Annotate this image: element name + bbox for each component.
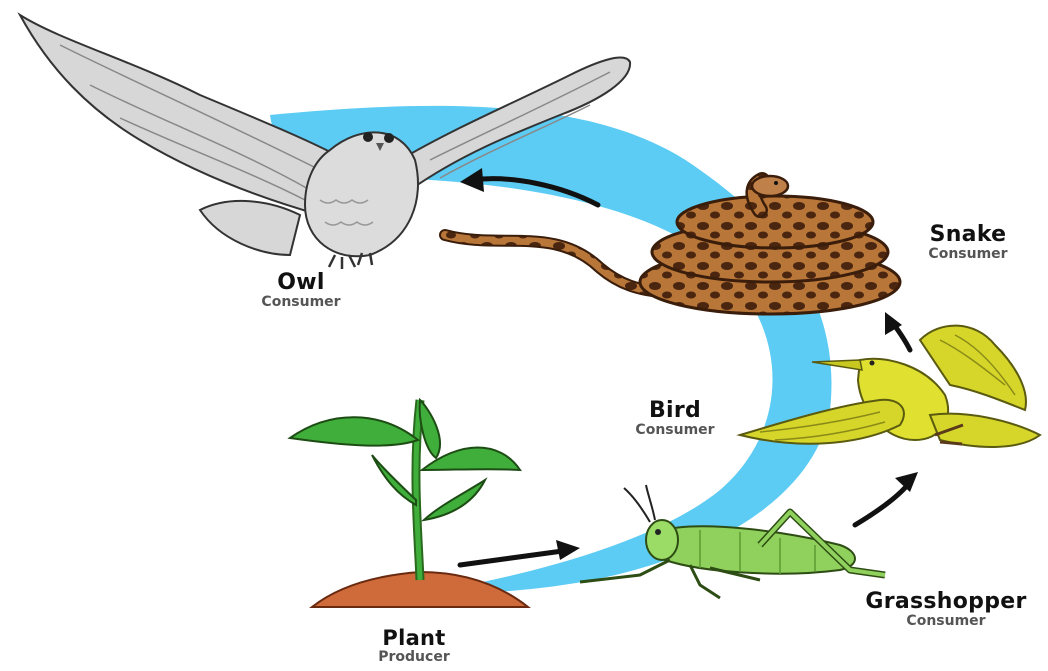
arrow-bird-to-snake: [885, 312, 910, 350]
organism-name: Snake: [908, 224, 1028, 246]
organism-role: Producer: [352, 650, 476, 664]
organism-role: Consumer: [908, 247, 1028, 261]
plant-leaf-top: [420, 400, 440, 458]
plant-icon: [290, 400, 528, 607]
owl-tail: [200, 201, 300, 255]
arrow-plant-to-grasshopper: [460, 540, 580, 565]
organism-name: Bird: [612, 400, 738, 422]
plant-leaf-left-top: [290, 417, 418, 445]
organism-name: Grasshopper: [846, 591, 1046, 613]
snake-coil-top: [677, 196, 873, 248]
organism-role: Consumer: [612, 423, 738, 437]
plant-leaf-right-low: [424, 480, 485, 520]
grasshopper-head: [646, 520, 678, 560]
owl-label: Owl Consumer: [236, 272, 366, 309]
arrow-grasshopper-to-bird: [855, 472, 918, 525]
organism-role: Consumer: [236, 295, 366, 309]
owl-eye-left: [363, 132, 373, 142]
organism-role: Consumer: [846, 614, 1046, 628]
owl-eye-right: [384, 133, 394, 143]
plant-label: Plant Producer: [352, 628, 476, 664]
snake-head: [752, 176, 788, 196]
snake-label: Snake Consumer: [908, 224, 1028, 261]
plant-leaf-left-mid: [372, 455, 416, 505]
bird-label: Bird Consumer: [612, 400, 738, 437]
grasshopper-antenna-2: [646, 485, 655, 520]
grasshopper-label: Grasshopper Consumer: [846, 591, 1046, 628]
organism-name: Owl: [236, 272, 366, 294]
grasshopper-antenna-1: [624, 488, 650, 522]
organism-name: Plant: [352, 628, 476, 649]
